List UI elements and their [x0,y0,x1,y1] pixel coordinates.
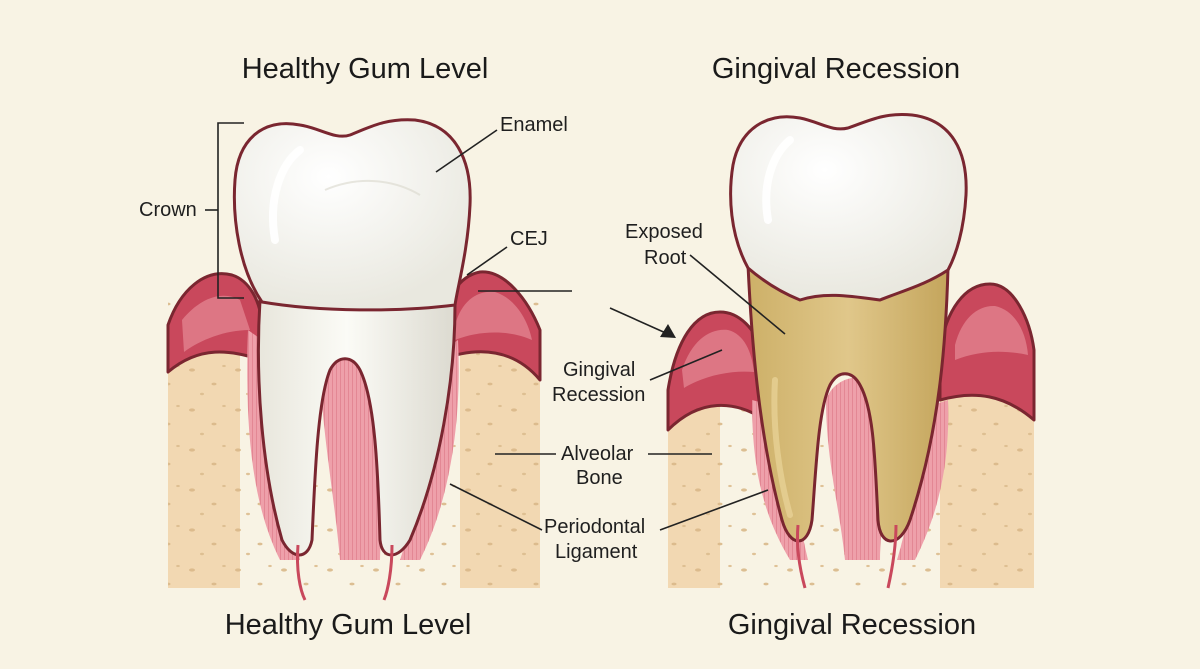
healthy-root [256,298,457,557]
label-alveolar-bone-line1: Alveolar [561,443,634,465]
exposed-root-leader [689,254,786,335]
recession-arrow [609,307,669,335]
healthy-tooth-illustration [166,118,542,601]
recession-top-title: Gingival Recession [712,53,960,85]
recession-exposed-root [746,263,950,543]
cej-leader [466,246,508,276]
label-exposed-root-line2: Root [644,247,687,269]
label-gingival-recession-line2: Recession [552,384,645,406]
periodontal-ligament-leader-right [659,489,769,531]
label-enamel: Enamel [500,114,568,136]
periodontal-ligament-leader-left [449,483,543,531]
recession-bottom-title: Gingival Recession [728,609,976,641]
label-gingival-recession-line1: Gingival [563,359,635,381]
healthy-top-title: Healthy Gum Level [242,53,489,85]
label-exposed-root-line1: Exposed [625,221,703,243]
label-cej: CEJ [510,228,548,250]
recession-crown-enamel [729,112,968,302]
label-alveolar-bone-line2: Bone [576,467,623,489]
healthy-bottom-title: Healthy Gum Level [225,609,472,641]
gingival-recession-leader [649,349,723,381]
label-periodontal-ligament-line1: Periodontal [544,516,645,538]
label-periodontal-ligament-line2: Ligament [555,541,638,563]
label-crown: Crown [139,199,197,221]
recession-tooth-illustration [666,112,1036,589]
enamel-leader [435,129,498,173]
arrowhead-icon [660,324,676,338]
